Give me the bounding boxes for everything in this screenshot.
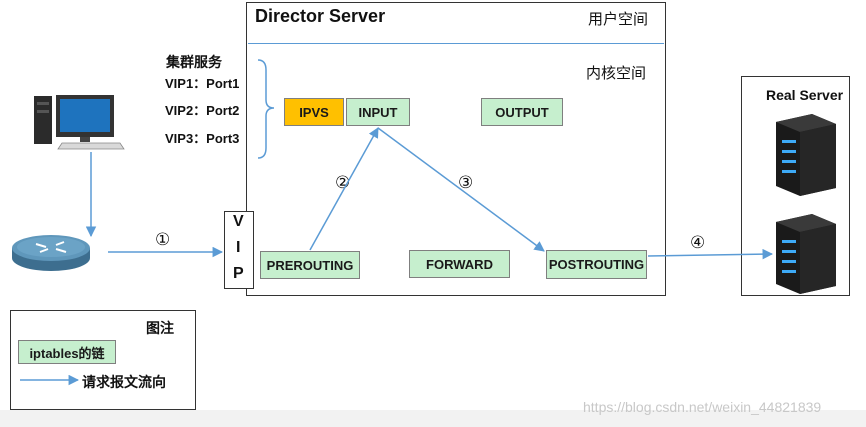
- ipvs-chain: IPVS: [284, 98, 344, 126]
- director-server-title: Director Server: [255, 6, 386, 26]
- services-brace: [257, 59, 275, 159]
- prerouting-chain: PREROUTING: [260, 251, 360, 279]
- kernel-space-label: 内核空间: [586, 65, 647, 82]
- output-chain: OUTPUT: [481, 98, 563, 126]
- step-1-marker: ①: [155, 230, 171, 249]
- service-item: VIP3：Port3: [165, 131, 240, 146]
- user-space-label: 用户空间: [588, 11, 649, 28]
- prerouting-to-input-arrow: [309, 127, 379, 251]
- input-to-postrouting-arrow: [377, 127, 545, 252]
- vip-letter: I: [236, 239, 241, 256]
- legend-chain-sample: iptables的链: [18, 340, 116, 364]
- server-icon: [776, 214, 836, 294]
- forward-chain: FORWARD: [409, 250, 510, 278]
- step-4-marker: ④: [690, 233, 706, 252]
- router-icon: [12, 235, 90, 271]
- real-server-title: Real Server: [766, 87, 844, 103]
- legend-title: 图注: [146, 320, 174, 336]
- vip-box: [224, 211, 254, 289]
- step-3-marker: ③: [458, 173, 474, 192]
- vip-letter: V: [233, 213, 244, 230]
- director-server-box: [246, 2, 666, 296]
- space-divider: [248, 43, 664, 44]
- postrouting-chain: POSTROUTING: [546, 250, 647, 279]
- watermark: https://blog.csdn.net/weixin_44821839: [583, 399, 822, 415]
- service-item: VIP1：Port1: [165, 76, 240, 91]
- legend-flow-label: 请求报文流向: [82, 374, 166, 390]
- input-chain: INPUT: [346, 98, 410, 126]
- cluster-services-title: 集群服务: [166, 54, 222, 70]
- step-2-marker: ②: [335, 173, 351, 192]
- service-item: VIP2：Port2: [165, 103, 240, 118]
- postrouting-to-realserver-arrow: [647, 248, 774, 260]
- vip-letter: P: [233, 265, 244, 282]
- desktop-computer-icon: [34, 95, 125, 150]
- server-icon: [776, 114, 836, 196]
